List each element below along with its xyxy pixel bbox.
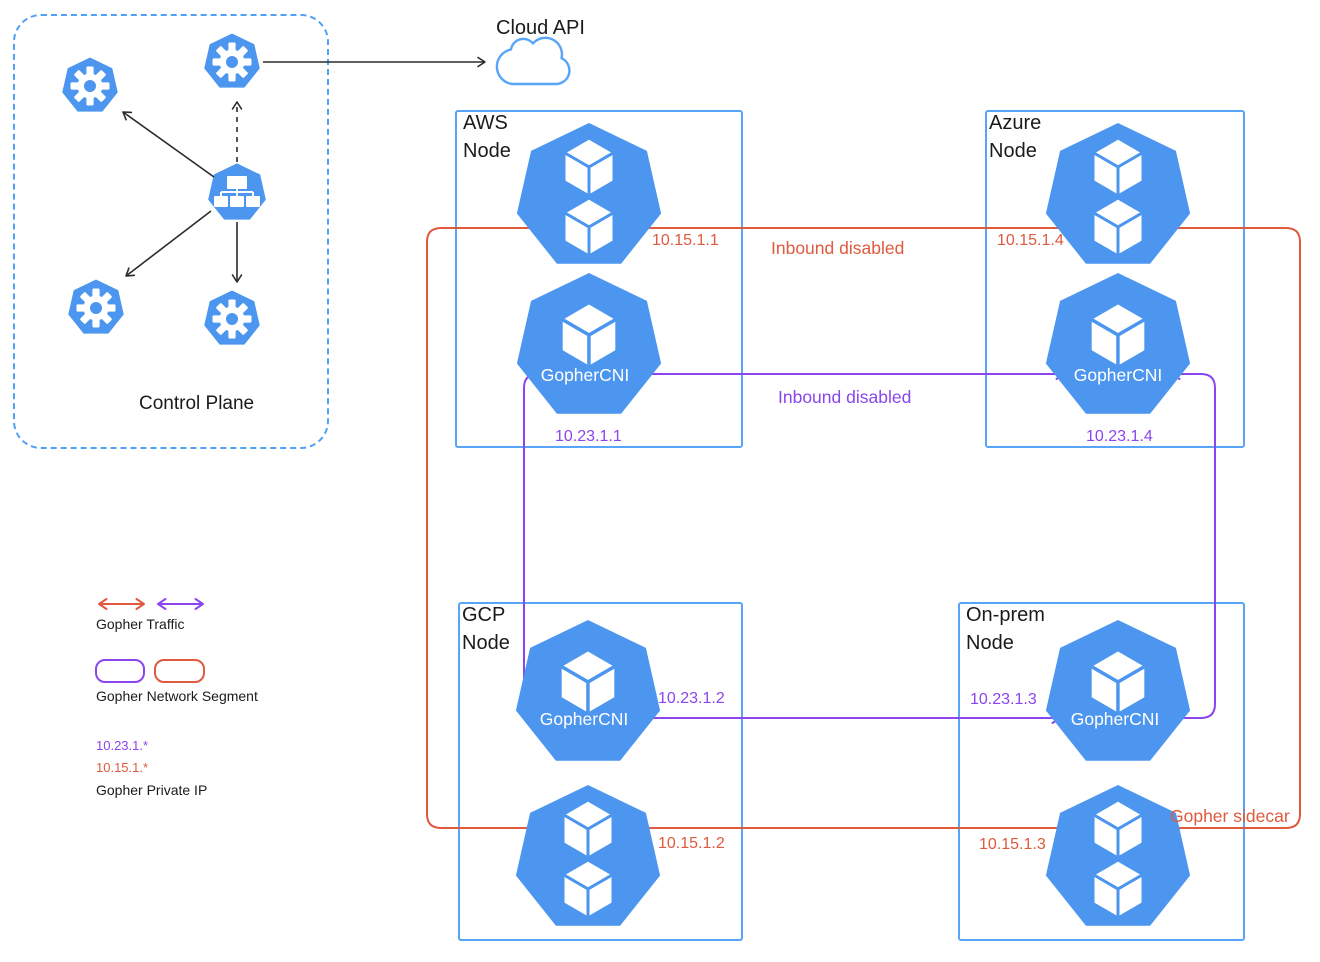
azure-node-type: Node [989,140,1037,162]
gcp-gophercni-pod-icon [516,620,660,761]
gcp-node-box [458,602,743,941]
cloud-icon [495,36,571,86]
onprem-pod-ip: 10.15.1.3 [979,836,1046,853]
gcp-pod-ip: 10.15.1.2 [658,835,725,852]
onprem-gophercni-label: GopherCNI [1070,709,1160,729]
cloud-api-label: Cloud API [496,17,585,39]
onprem-gophercni-pod-icon [1046,620,1190,761]
control-plane-scheduler-icon [208,163,266,219]
azure-node-name: Azure [989,112,1042,134]
arrow-to-lower-left-gear [125,210,212,277]
aws-pod-icon [517,123,661,264]
control-plane-box [13,14,329,449]
purple-line-left-up [523,368,539,540]
gopher-sidecar-annotation: Gopher sidecar [1170,806,1290,826]
aws-cni-ip: 10.23.1.1 [555,428,622,445]
gcp-cni-ip: 10.23.1.2 [658,690,725,707]
gcp-node-type: Node [462,632,510,654]
inbound-disabled-purple-annotation: Inbound disabled [778,387,912,407]
onprem-cni-ip: 10.23.1.3 [970,691,1037,708]
legend-purple-ip-range: 10.23.1.* [96,738,149,753]
azure-cni-ip: 10.23.1.4 [1086,428,1153,445]
control-plane-gear-icon [62,58,118,112]
orange-line-right-up [1149,222,1301,520]
gcp-pod-icon [516,785,660,926]
onprem-node-box [958,602,1245,941]
control-plane-arrows [122,56,486,283]
azure-gophercni-label: GopherCNI [1073,365,1163,385]
orange-traffic-lines [426,222,1301,834]
azure-node-box [985,110,1245,448]
onprem-node-name: On-prem [966,604,1045,626]
azure-gophercni-pod-icon [1046,273,1190,414]
aws-pod-ip: 10.15.1.1 [652,232,719,249]
control-plane-gear-icon [204,291,260,345]
legend-segment-label: Gopher Network Segment [96,688,258,704]
legend-purple-segment-swatch [95,659,145,683]
legend-orange-segment-swatch [154,659,205,683]
orange-line-right-down [1150,520,1301,834]
gcp-gophercni-label: GopherCNI [539,709,629,729]
arrow-to-upper-left-gear [122,111,215,178]
legend-orange-ip-range: 10.15.1.* [96,760,149,775]
aws-node-type: Node [463,140,511,162]
orange-line-left-down [426,520,563,834]
aws-node-box [455,110,743,448]
aws-gophercni-pod-icon [517,273,661,414]
control-plane-label: Control Plane [139,393,255,414]
azure-pod-ip: 10.15.1.4 [997,232,1064,249]
purple-line-right-down [1169,540,1216,724]
orange-line-left-up [426,222,563,520]
purple-line-right-up [1171,368,1216,540]
onprem-pod-icon [1046,785,1190,926]
control-plane-gear-icon [204,34,260,88]
onprem-node-type: Node [966,632,1014,654]
inbound-disabled-orange-annotation: Inbound disabled [771,238,905,258]
legend-traffic-label: Gopher Traffic [96,616,185,632]
control-plane-gear-icon [68,280,124,334]
aws-gophercni-label: GopherCNI [540,365,630,385]
gcp-node-name: GCP [462,604,506,626]
azure-pod-icon [1046,123,1190,264]
legend-private-ip-label: Gopher Private IP [96,782,208,798]
aws-node-name: AWS [463,112,508,134]
